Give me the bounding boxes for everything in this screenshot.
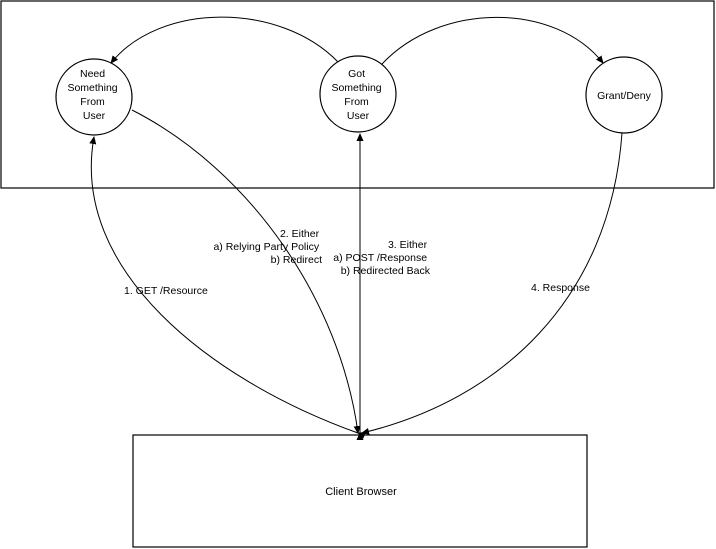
node-grant-deny (585, 56, 663, 134)
edge-step2 (131, 109, 361, 434)
node-got-label: Got Something From User (331, 68, 384, 122)
edge-step4 (361, 132, 623, 435)
node-need-something (55, 58, 133, 136)
edge-step4-label: 4. Response (531, 282, 590, 294)
node-need-label: Need Something From User (67, 68, 120, 122)
client-browser-label: Client Browser (325, 486, 397, 498)
arc-got-to-grant (381, 17, 604, 65)
node-got-something (319, 55, 397, 133)
edge-step3-label: 3. Either a) POST /Response b) Redirecte… (333, 239, 430, 277)
edge-step1 (89, 136, 366, 439)
edge-step1-label: 1. GET /Resource (124, 285, 208, 297)
arc-got-to-need (110, 16, 339, 64)
edge-step2-label: 2. Either a) Relying Party Policy b) Red… (213, 228, 322, 266)
node-grant-label: Grant/Deny (597, 90, 651, 102)
